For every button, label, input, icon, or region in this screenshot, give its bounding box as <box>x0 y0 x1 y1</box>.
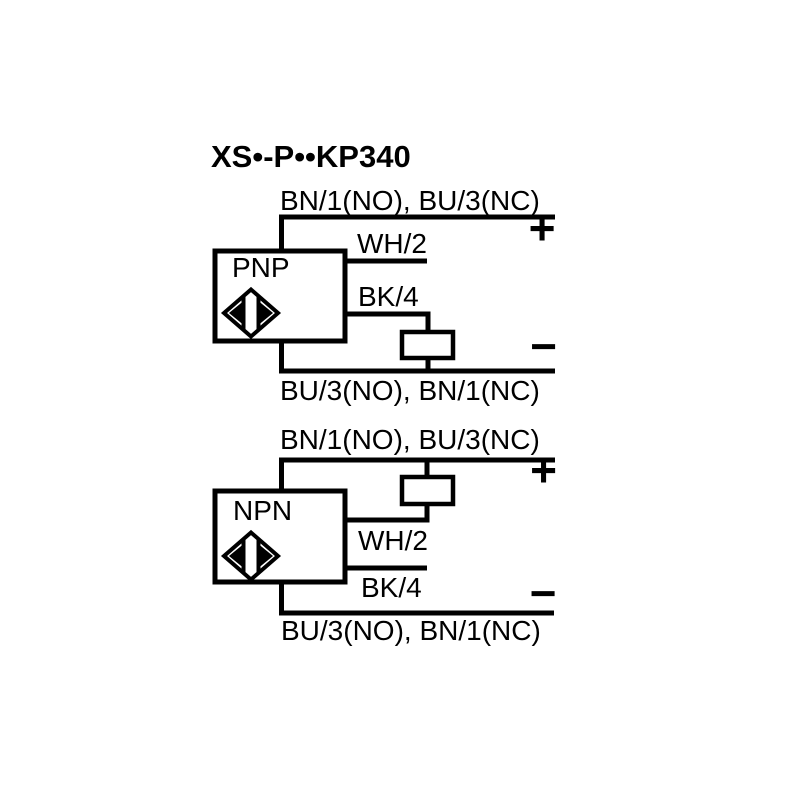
pnp-positive-rail-label: BN/1(NO), BU/3(NC) <box>280 185 540 216</box>
npn-wire2-label: WH/2 <box>358 525 428 556</box>
diamond-left-triangle <box>229 544 243 568</box>
diamond-right-triangle <box>259 301 273 325</box>
npn-proximity-sensor-icon <box>220 529 282 583</box>
pnp-plus-symbol: + <box>529 202 556 254</box>
pnp-proximity-sensor-icon <box>220 286 282 340</box>
npn-load-box <box>399 474 456 507</box>
pnp-sensor-box <box>212 248 348 344</box>
diagram-title: XS•-P••KP340 <box>211 139 411 174</box>
pnp-wire2-label: WH/2 <box>357 228 427 259</box>
npn-plus-symbol: + <box>530 444 557 496</box>
npn-wire4-label: BK/4 <box>361 572 422 603</box>
pnp-sensor-type-label: PNP <box>232 252 290 283</box>
npn-sensor-type-label: NPN <box>233 495 292 526</box>
npn-negative-rail-label: BU/3(NO), BN/1(NC) <box>281 615 541 646</box>
diamond-left-triangle <box>229 301 243 325</box>
npn-section: BN/1(NO), BU/3(NC) + WH/2 NPN BK/4 − BU/… <box>212 424 557 646</box>
npn-minus-symbol: − <box>530 567 557 619</box>
npn-sensor-box <box>212 488 348 585</box>
pnp-load-box <box>399 329 456 361</box>
pnp-negative-rail-label: BU/3(NO), BN/1(NC) <box>280 375 540 406</box>
pnp-wire4-label: BK/4 <box>358 281 419 312</box>
pnp-section: BN/1(NO), BU/3(NC) + PNP WH/2 BK/4 − BU/… <box>212 185 557 406</box>
pnp-minus-symbol: − <box>530 320 557 372</box>
diamond-right-triangle <box>259 544 273 568</box>
npn-positive-rail-label: BN/1(NO), BU/3(NC) <box>280 424 540 455</box>
